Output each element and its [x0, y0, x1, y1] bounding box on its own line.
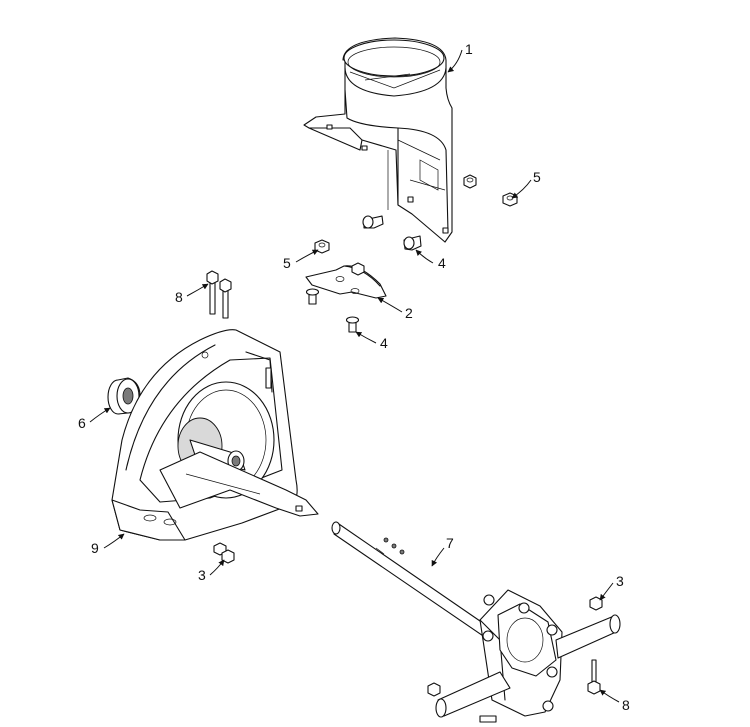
part-long-bolts-8: [206, 270, 232, 319]
callouts: 1 2 3 3 4 4 5 5 6 7 8 8 9: [78, 41, 630, 713]
part-nuts-3: [213, 542, 603, 697]
callout-4-lower: 4: [380, 335, 388, 351]
callout-2: 2: [405, 305, 413, 321]
leader-lines: [89, 49, 620, 703]
part-bracket: [305, 265, 387, 299]
callout-3-right: 3: [616, 573, 624, 589]
part-gearbox: [435, 589, 621, 723]
callout-1: 1: [465, 41, 473, 57]
callout-8-upper: 8: [175, 289, 183, 305]
part-shaft: [331, 521, 497, 643]
part-housing: [111, 329, 319, 541]
callout-8-lower: 8: [622, 697, 630, 713]
callout-7: 7: [446, 535, 454, 551]
callout-6: 6: [78, 415, 86, 431]
callout-4-upper: 4: [438, 255, 446, 271]
part-chute: [303, 37, 453, 243]
callout-3-left: 3: [198, 567, 206, 583]
callout-5-right: 5: [533, 169, 541, 185]
callout-9: 9: [91, 540, 99, 556]
part-bolts-4: [305, 215, 422, 333]
callout-5-left: 5: [283, 255, 291, 271]
